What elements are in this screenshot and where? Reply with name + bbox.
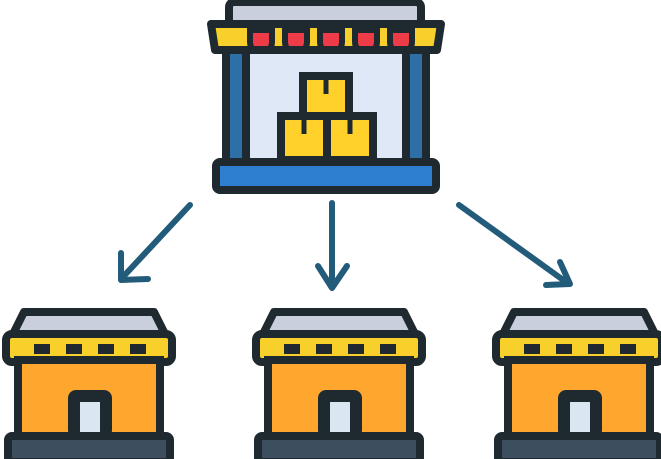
warehouse-pillar-right <box>402 46 430 168</box>
flow-arrows <box>118 200 573 291</box>
arrow-down-icon <box>315 200 350 291</box>
warehouse-base <box>212 158 440 194</box>
stacked-boxes-icon <box>277 72 377 164</box>
branch-shops <box>2 308 661 459</box>
warehouse-pillar-left <box>222 46 250 168</box>
shop-icon <box>252 308 426 459</box>
shop-icon <box>492 308 661 459</box>
warehouse-store-icon <box>207 0 445 194</box>
arrow-down-icon <box>456 202 573 288</box>
shop-icon <box>2 308 176 459</box>
arrow-down-icon <box>118 202 193 283</box>
